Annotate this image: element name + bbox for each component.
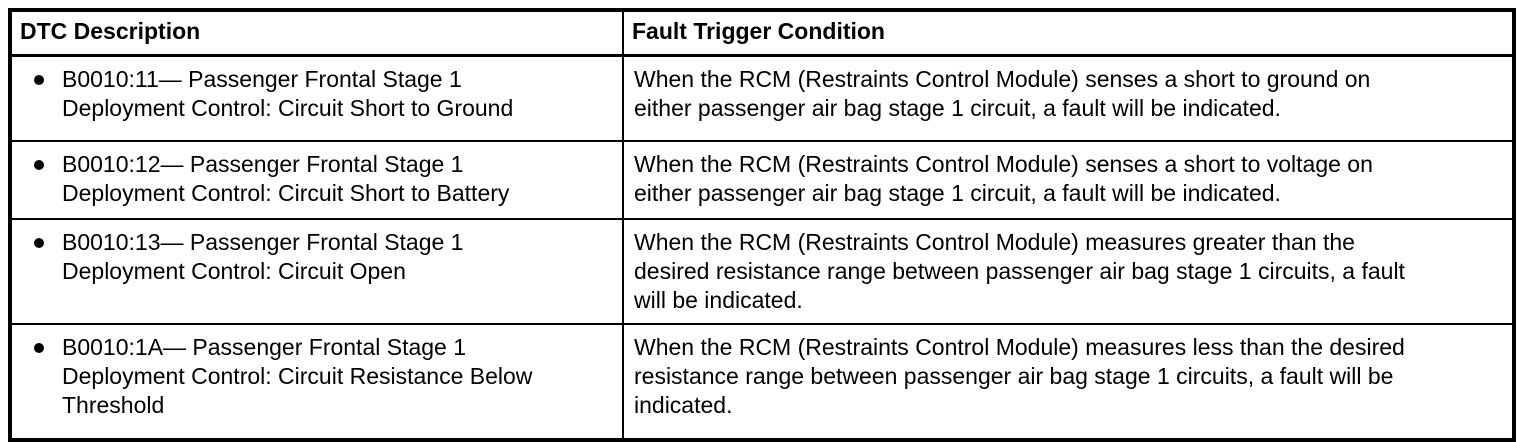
dtc-description-cell: B0010:11— Passenger Frontal Stage 1 Depl… [9,54,624,142]
dtc-description-text: B0010:1A— Passenger Frontal Stage 1 Depl… [62,334,533,418]
dtc-description-text: B0010:11— Passenger Frontal Stage 1 Depl… [62,65,514,121]
col-header-fault-trigger-condition: Fault Trigger Condition [622,9,1515,57]
col-header-dtc-description: DTC Description [9,9,624,57]
fault-condition-text: When the RCM (Restraints Control Module)… [634,229,1405,313]
dtc-list-item: B0010:12— Passenger Frontal Stage 1 Depl… [22,150,612,208]
fault-condition-cell: When the RCM (Restraints Control Module)… [622,218,1515,325]
bullet-icon [34,160,44,170]
bullet-icon [34,238,44,248]
table-row: B0010:11— Passenger Frontal Stage 1 Depl… [9,54,1515,142]
fault-condition-cell: When the RCM (Restraints Control Module)… [622,140,1515,220]
table-row: B0010:12— Passenger Frontal Stage 1 Depl… [9,140,1515,220]
dtc-description-text: B0010:12— Passenger Frontal Stage 1 Depl… [62,151,510,206]
fault-condition-text: When the RCM (Restraints Control Module)… [634,151,1373,206]
header-row: DTC Description Fault Trigger Condition [9,9,1515,57]
fault-condition-text: When the RCM (Restraints Control Module)… [634,65,1371,121]
dtc-list-item: B0010:13— Passenger Frontal Stage 1 Depl… [22,228,612,286]
bullet-icon [34,74,44,85]
dtc-description-cell: B0010:1A— Passenger Frontal Stage 1 Depl… [9,323,624,441]
fault-condition-text: When the RCM (Restraints Control Module)… [634,334,1405,418]
dtc-description-text: B0010:13— Passenger Frontal Stage 1 Depl… [62,229,464,284]
dtc-description-cell: B0010:12— Passenger Frontal Stage 1 Depl… [9,140,624,220]
dtc-list-item: B0010:11— Passenger Frontal Stage 1 Depl… [22,65,612,123]
table-body: B0010:11— Passenger Frontal Stage 1 Depl… [9,54,1515,441]
table-row: B0010:13— Passenger Frontal Stage 1 Depl… [9,218,1515,325]
fault-condition-cell: When the RCM (Restraints Control Module)… [622,323,1515,441]
table-row: B0010:1A— Passenger Frontal Stage 1 Depl… [9,323,1515,441]
document-page: DTC Description Fault Trigger Condition … [8,8,1516,442]
fault-condition-cell: When the RCM (Restraints Control Module)… [622,54,1515,142]
bullet-icon [34,343,44,353]
dtc-list-item: B0010:1A— Passenger Frontal Stage 1 Depl… [22,333,612,420]
dtc-fault-table: DTC Description Fault Trigger Condition … [8,8,1516,442]
dtc-description-cell: B0010:13— Passenger Frontal Stage 1 Depl… [9,218,624,325]
